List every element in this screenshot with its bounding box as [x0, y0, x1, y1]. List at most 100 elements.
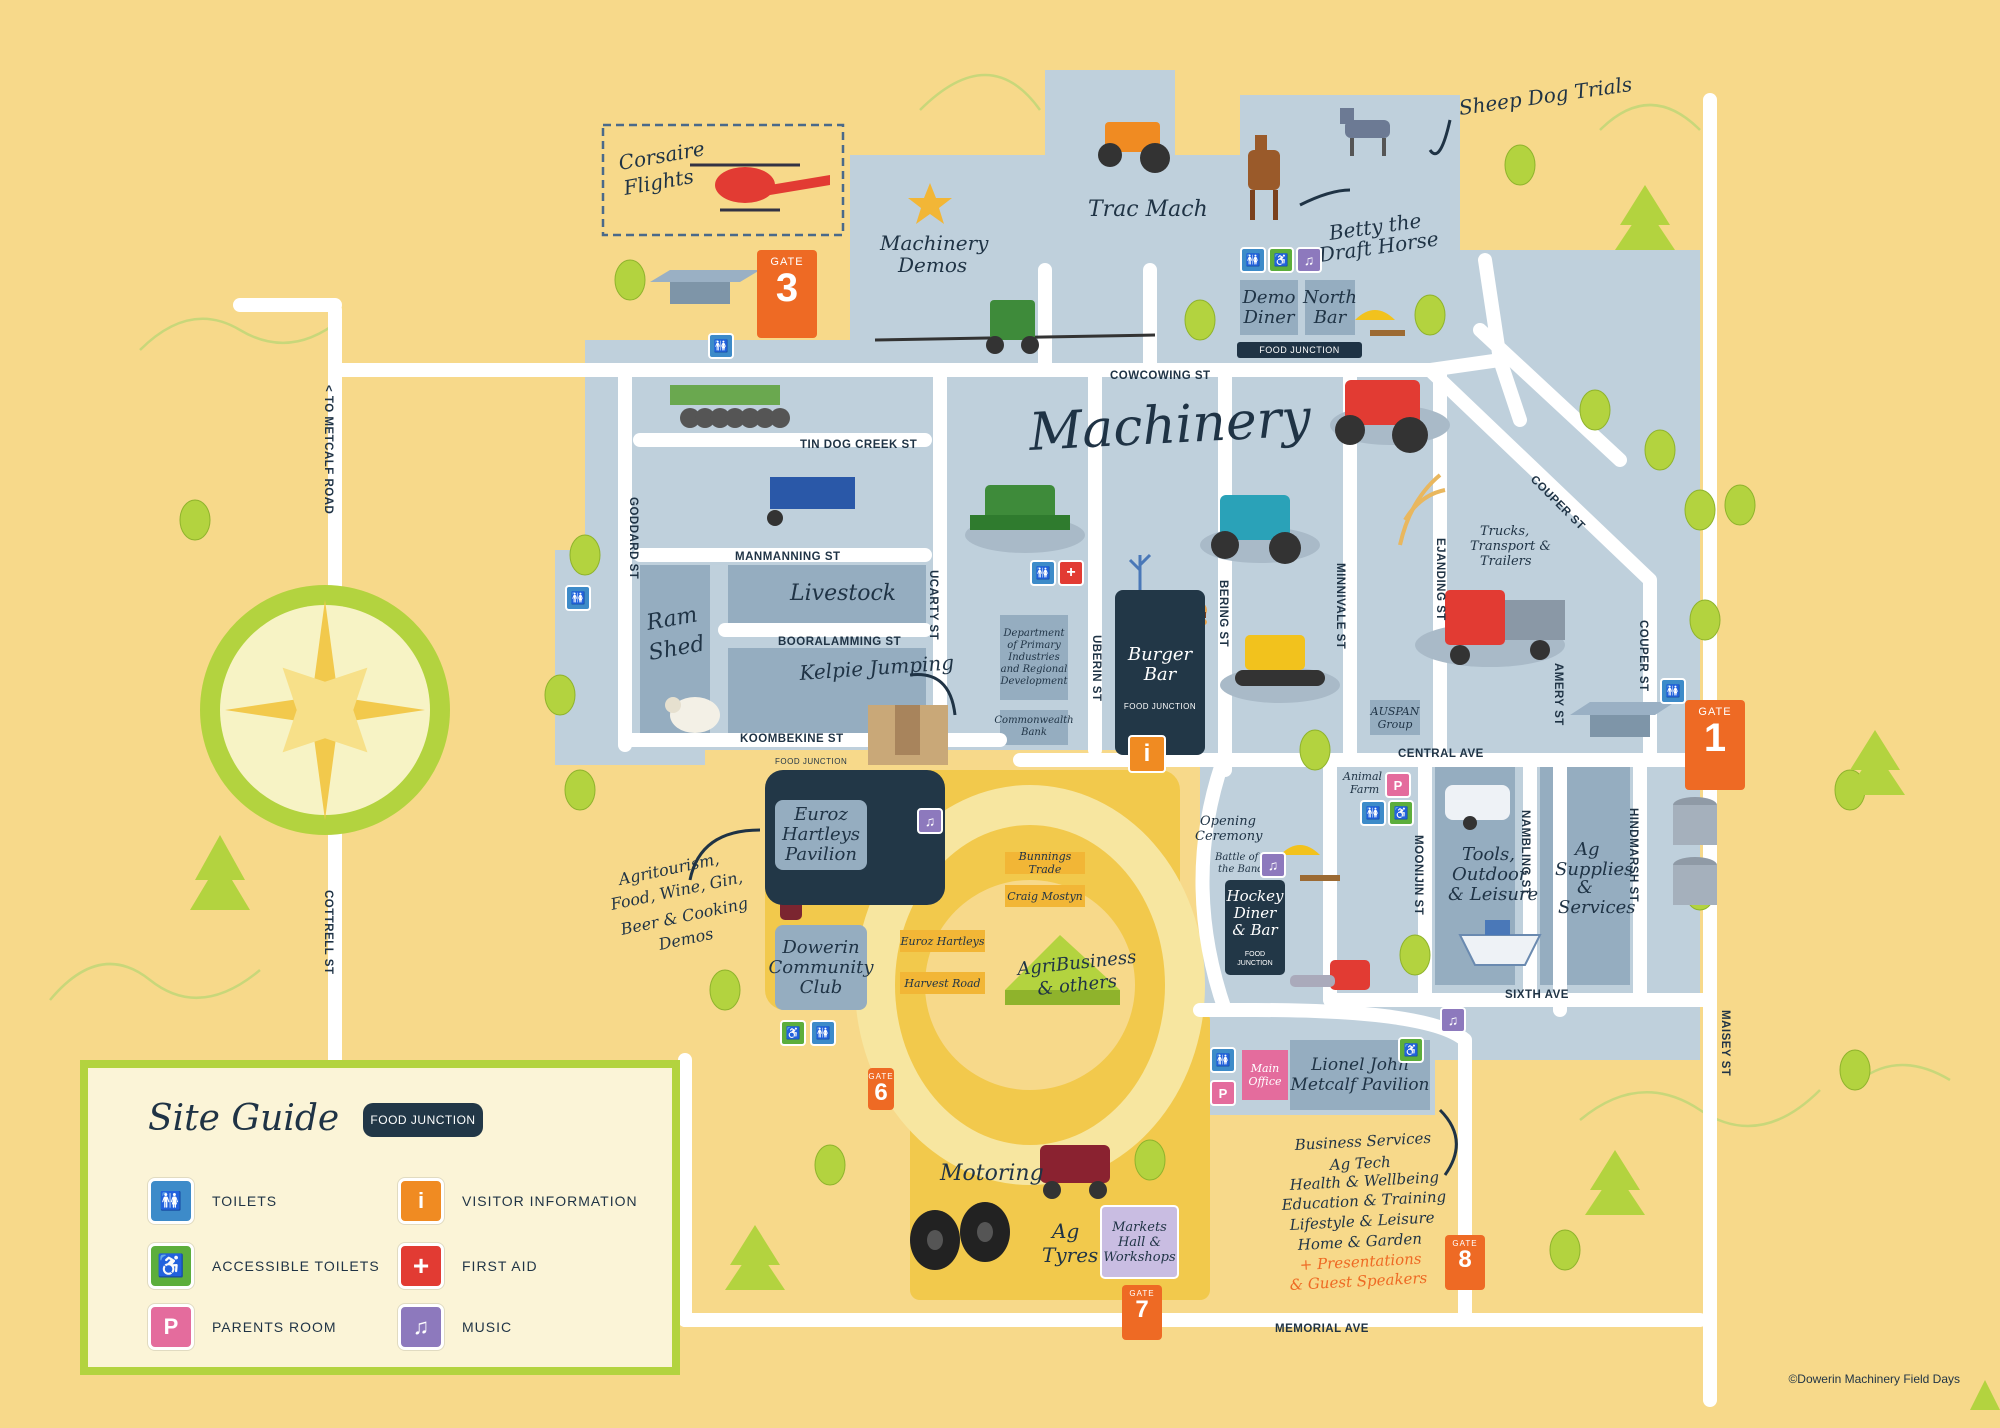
label-trac-mach: Trac Mach	[1088, 197, 1208, 222]
street-moonijin: MOONIJIN ST	[1412, 835, 1424, 915]
gate-7-number: 7	[1135, 1296, 1149, 1323]
tent-icon	[1005, 935, 1120, 1005]
info-icon: i	[398, 1178, 444, 1224]
suv-icon	[1040, 1145, 1110, 1199]
parents-room-icon: P	[148, 1304, 194, 1350]
euroz-food-junction: FOOD JUNCTION	[775, 757, 848, 766]
label-ag-supplies-4: Services	[1558, 897, 1635, 918]
toilet-icon: 🚻	[148, 1178, 194, 1224]
street-nambling: NAMBLING ST	[1519, 810, 1531, 895]
label-trucks-3: Trailers	[1480, 554, 1532, 569]
toilet-icon[interactable]: 🚻	[810, 1020, 836, 1046]
crawler-tractor-icon	[1220, 635, 1340, 703]
label-ag-tyres-1: Ag	[1050, 1219, 1079, 1243]
info-icon[interactable]: i	[1128, 735, 1166, 773]
horse-icon	[1248, 135, 1280, 220]
boat-icon	[1458, 920, 1542, 966]
toilet-icon[interactable]: 🚻	[708, 333, 734, 359]
first-aid-icon[interactable]: +	[1058, 560, 1084, 586]
toilet-icon[interactable]: 🚻	[1030, 560, 1056, 586]
map-title: Machinery	[1027, 388, 1313, 463]
gate-1-label: GATE	[1698, 706, 1732, 718]
gate-8-number: 8	[1458, 1246, 1472, 1273]
label-tools-2: Outdoor	[1452, 864, 1529, 885]
wheelchair-icon[interactable]: ♿	[780, 1020, 806, 1046]
parents-room-icon[interactable]: P	[1385, 772, 1411, 798]
gate-1[interactable]: GATE 1	[1685, 700, 1745, 790]
toilet-icon[interactable]: 🚻	[1210, 1047, 1236, 1073]
street-couper-2: COUPER ST	[1637, 620, 1649, 692]
wheelchair-icon[interactable]: ♿	[1388, 800, 1414, 826]
helicopter-icon	[690, 163, 830, 212]
gate-6-label: GATE	[868, 1072, 894, 1081]
legend-row-first-aid: + FIRST AID	[398, 1243, 538, 1289]
wheelchair-icon[interactable]: ♿	[1398, 1037, 1424, 1063]
gate-8[interactable]: GATE 8	[1445, 1235, 1485, 1290]
legend-parents-label: PARENTS ROOM	[212, 1319, 337, 1335]
label-tools-3: & Leisure	[1448, 884, 1538, 905]
blue-tractor-icon	[1200, 495, 1320, 564]
label-sheep-dog: Sheep Dog Trials	[1457, 72, 1633, 120]
parents-room-icon[interactable]: P	[1210, 1080, 1236, 1106]
harvest-road-box: Harvest Road	[900, 972, 985, 994]
legend-row-toilets: 🚻 TOILETS	[148, 1178, 277, 1224]
street-metcalf: < TO METCALF ROAD	[322, 385, 334, 514]
street-goddard: GODDARD ST	[627, 497, 639, 579]
wheat-icon	[1398, 473, 1446, 546]
street-hindmarsh: HINDMARSH ST	[1627, 808, 1639, 902]
silo-icons	[1673, 797, 1717, 905]
sprayer-icon	[874, 300, 1156, 354]
gate-6-number: 6	[874, 1079, 888, 1106]
tyres-icon	[910, 1202, 1010, 1270]
label-machinery-demos-2: Demos	[897, 253, 967, 277]
gate-6[interactable]: GATE 6	[868, 1068, 894, 1110]
gate-7[interactable]: GATE 7	[1122, 1285, 1162, 1340]
legend-toilets-label: TOILETS	[212, 1193, 278, 1209]
legend-row-parents: P PARENTS ROOM	[148, 1304, 337, 1350]
street-tin-dog-creek: TIN DOG CREEK ST	[800, 439, 917, 451]
seeder-icon	[767, 477, 855, 526]
music-icon[interactable]: ♫	[917, 808, 943, 834]
gate-7-label: GATE	[1129, 1289, 1155, 1298]
harvester-icon	[965, 485, 1085, 553]
music-icon[interactable]: ♫	[1260, 852, 1286, 878]
gate-3[interactable]: GATE 3	[757, 250, 817, 338]
street-cottrell: COTTRELL ST	[322, 890, 334, 975]
kelpie-fence-icon	[868, 705, 948, 765]
wheelchair-icon[interactable]: ♿	[1268, 247, 1294, 273]
gate-8-label: GATE	[1452, 1239, 1478, 1248]
craig-mostyn-box: Craig Mostyn	[1005, 885, 1085, 907]
label-battle-2: the Bands	[1218, 864, 1269, 875]
label-machinery-demos-1: Machinery	[879, 231, 989, 255]
toilet-icon[interactable]: 🚻	[565, 585, 591, 611]
toilet-icon[interactable]: 🚻	[1660, 678, 1686, 704]
music-icon[interactable]: ♫	[1440, 1007, 1466, 1033]
legend-music-label: MUSIC	[462, 1319, 513, 1335]
street-maisey: MAISEY ST	[1719, 1010, 1731, 1076]
trees	[179, 144, 2000, 1410]
red-tractor-icon	[1330, 380, 1450, 453]
label-motoring: Motoring	[939, 1161, 1044, 1186]
bunnings-trade-box: Bunnings Trade	[1005, 850, 1085, 876]
label-agtech: Ag Tech	[1327, 1153, 1391, 1174]
copyright-notice: ©Dowerin Machinery Field Days	[1788, 1372, 1960, 1386]
corsaire-flights-area	[601, 123, 845, 237]
label-business: Business Services	[1293, 1129, 1432, 1154]
legend-visitor-label: VISITOR INFORMATION	[462, 1193, 638, 1209]
label-opening-1: Opening	[1200, 814, 1256, 829]
music-icon[interactable]: ♫	[1296, 247, 1322, 273]
toilet-icon[interactable]: 🚻	[1240, 247, 1266, 273]
label-animal-farm-2: Farm	[1349, 783, 1379, 796]
toilet-icon[interactable]: 🚻	[1360, 800, 1386, 826]
street-sixth: SIXTH AVE	[1505, 989, 1569, 1001]
street-ucarty: UCARTY ST	[927, 570, 939, 640]
sheep-icon	[665, 697, 720, 733]
